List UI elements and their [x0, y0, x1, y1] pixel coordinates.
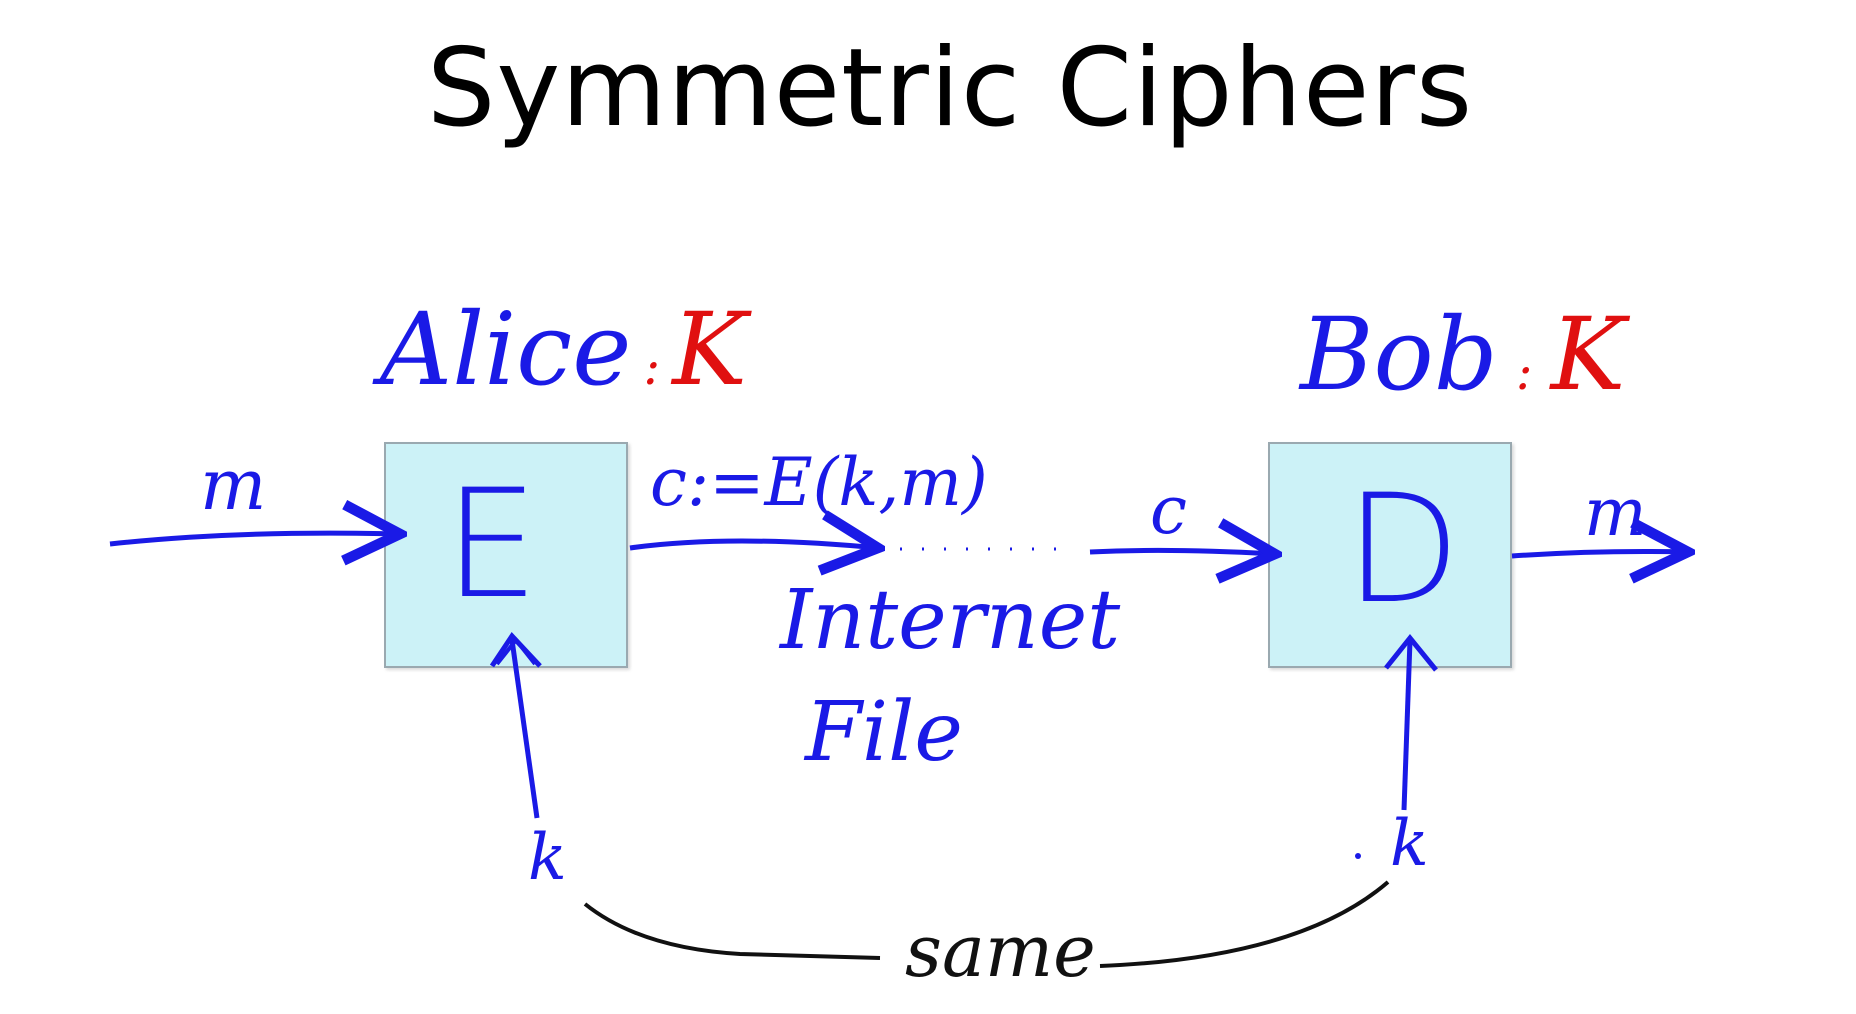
- encryption-box: [384, 442, 628, 668]
- ciphertext-out-arrow: [629, 541, 878, 548]
- key-right-label: k: [1390, 807, 1429, 881]
- same-label: same: [905, 909, 1096, 993]
- ciphertext-label: c: [1150, 472, 1187, 549]
- alice-name: Alice: [380, 291, 632, 408]
- message-out-arrow: [1511, 552, 1688, 557]
- message-in-label: m: [200, 444, 267, 526]
- alice-key: K: [672, 291, 747, 408]
- bob-name: Bob: [1300, 296, 1498, 413]
- channel-internet-label: Internet: [780, 573, 1121, 668]
- channel-file-label: File: [805, 685, 963, 780]
- same-curve-left: [583, 902, 881, 960]
- key-arrow-right: [1401, 639, 1413, 811]
- ciphertext-definition-label: c:=E(k,m): [650, 444, 988, 521]
- bob-key: K: [1550, 296, 1626, 413]
- same-curve-right: [1099, 880, 1390, 968]
- slide-title: Symmetric Ciphers: [426, 26, 1474, 151]
- encryption-box-label: E: [444, 458, 539, 632]
- message-out-label: m: [1584, 474, 1647, 551]
- alice-separator: :: [643, 338, 661, 396]
- ciphertext-in-arrow: [1089, 550, 1275, 554]
- bob-label: Bob:K: [1300, 305, 1625, 405]
- key-arrow-left: [509, 639, 540, 819]
- key-left-label: k: [528, 821, 567, 895]
- decryption-box: [1268, 442, 1512, 668]
- message-in-arrow: [109, 533, 400, 544]
- bob-separator: :: [1515, 343, 1533, 401]
- decryption-box-label: D: [1345, 463, 1461, 637]
- alice-label: Alice:K: [380, 300, 747, 400]
